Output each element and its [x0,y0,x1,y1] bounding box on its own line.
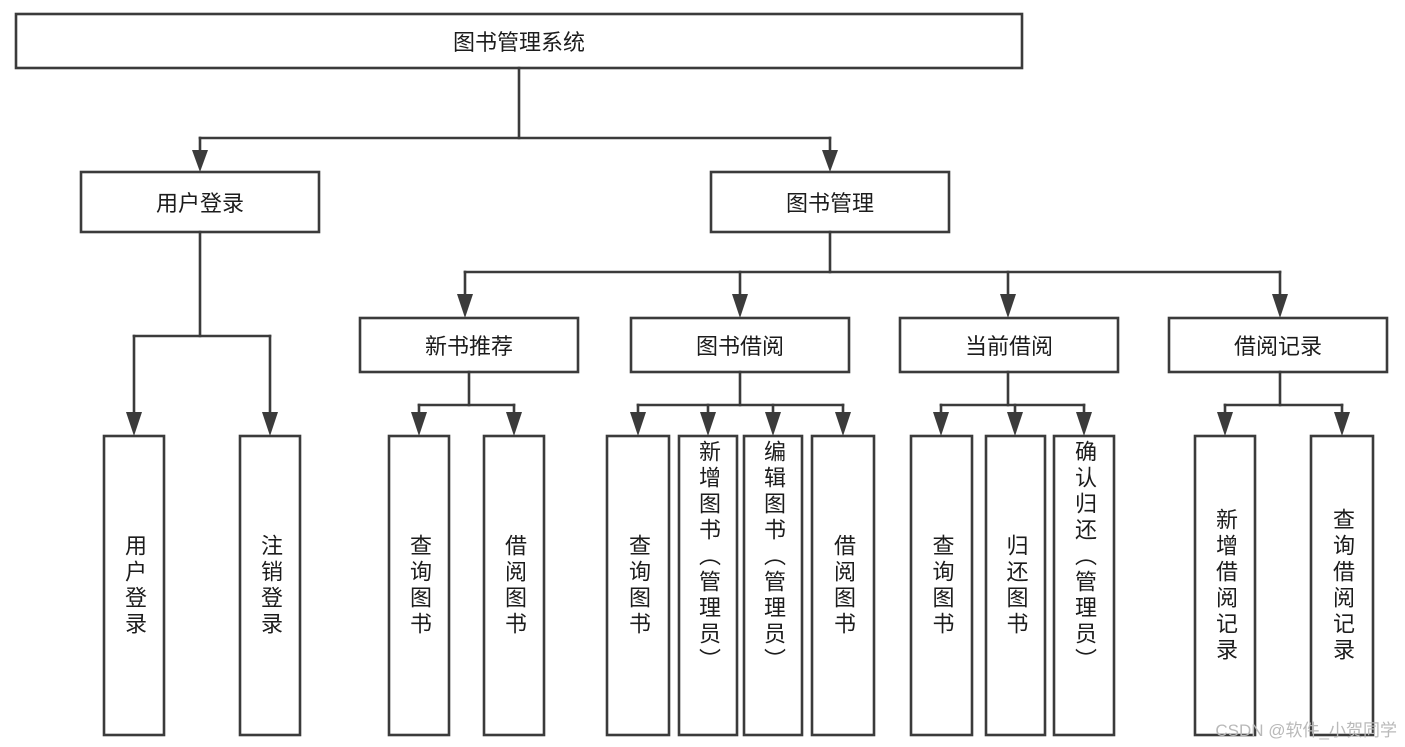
leaf-query-book-3-box[interactable] [909,434,974,737]
leaf-borrow-book-1-box[interactable] [482,434,546,737]
arrow-head-icon [262,412,278,436]
arrow-head-icon [506,412,522,436]
csdn-watermark: CSDN @软件_小贺同学 [1215,721,1397,740]
node-book-borrow-box[interactable] [629,316,851,374]
connector-new-book-recommend-to-leaves [411,370,522,436]
arrow-head-icon [700,412,716,436]
leaf-add-book-box[interactable] [677,434,739,737]
node-current-borrow-box[interactable] [898,316,1120,374]
leaf-add-record-box[interactable] [1193,434,1257,737]
leaf-user-login-box[interactable] [102,434,166,737]
leaf-return-book-box[interactable] [984,434,1047,737]
leaf-confirm-return-box[interactable] [1052,434,1116,737]
leaf-query-record-box[interactable] [1309,434,1375,737]
leaf-edit-book-box[interactable] [742,434,804,737]
node-new-book-recommend-box[interactable] [358,316,580,374]
arrow-head-icon [822,150,838,172]
connector-book-borrow-to-leaves [630,370,851,436]
arrow-head-icon [1217,412,1233,436]
connector-borrow-record-to-leaves [1217,370,1350,436]
arrow-head-icon [126,412,142,436]
arrow-head-icon [1000,294,1016,318]
connector-user-login-to-leaves [126,230,278,436]
arrow-head-icon [732,294,748,318]
connector-book-manage-to-level3 [457,230,1288,318]
leaf-query-book-1-box[interactable] [387,434,451,737]
arrow-head-icon [457,294,473,318]
arrow-head-icon [765,412,781,436]
arrow-head-icon [1272,294,1288,318]
leaf-query-book-2-box[interactable] [605,434,671,737]
arrow-head-icon [933,412,949,436]
arrow-head-icon [835,412,851,436]
arrow-head-icon [1007,412,1023,436]
leaf-user-logout-box[interactable] [238,434,302,737]
arrow-head-icon [630,412,646,436]
leaf-borrow-book-2-box[interactable] [810,434,876,737]
arrow-head-icon [1076,412,1092,436]
arrow-head-icon [411,412,427,436]
connector-current-borrow-to-leaves [933,370,1092,436]
node-user-login-box[interactable] [79,170,321,234]
node-book-manage-box[interactable] [709,170,951,234]
node-borrow-record-box[interactable] [1167,316,1389,374]
connector-root-to-level2 [192,66,838,172]
node-root-box[interactable] [14,12,1024,70]
arrow-head-icon [1334,412,1350,436]
arrow-head-icon [192,150,208,172]
